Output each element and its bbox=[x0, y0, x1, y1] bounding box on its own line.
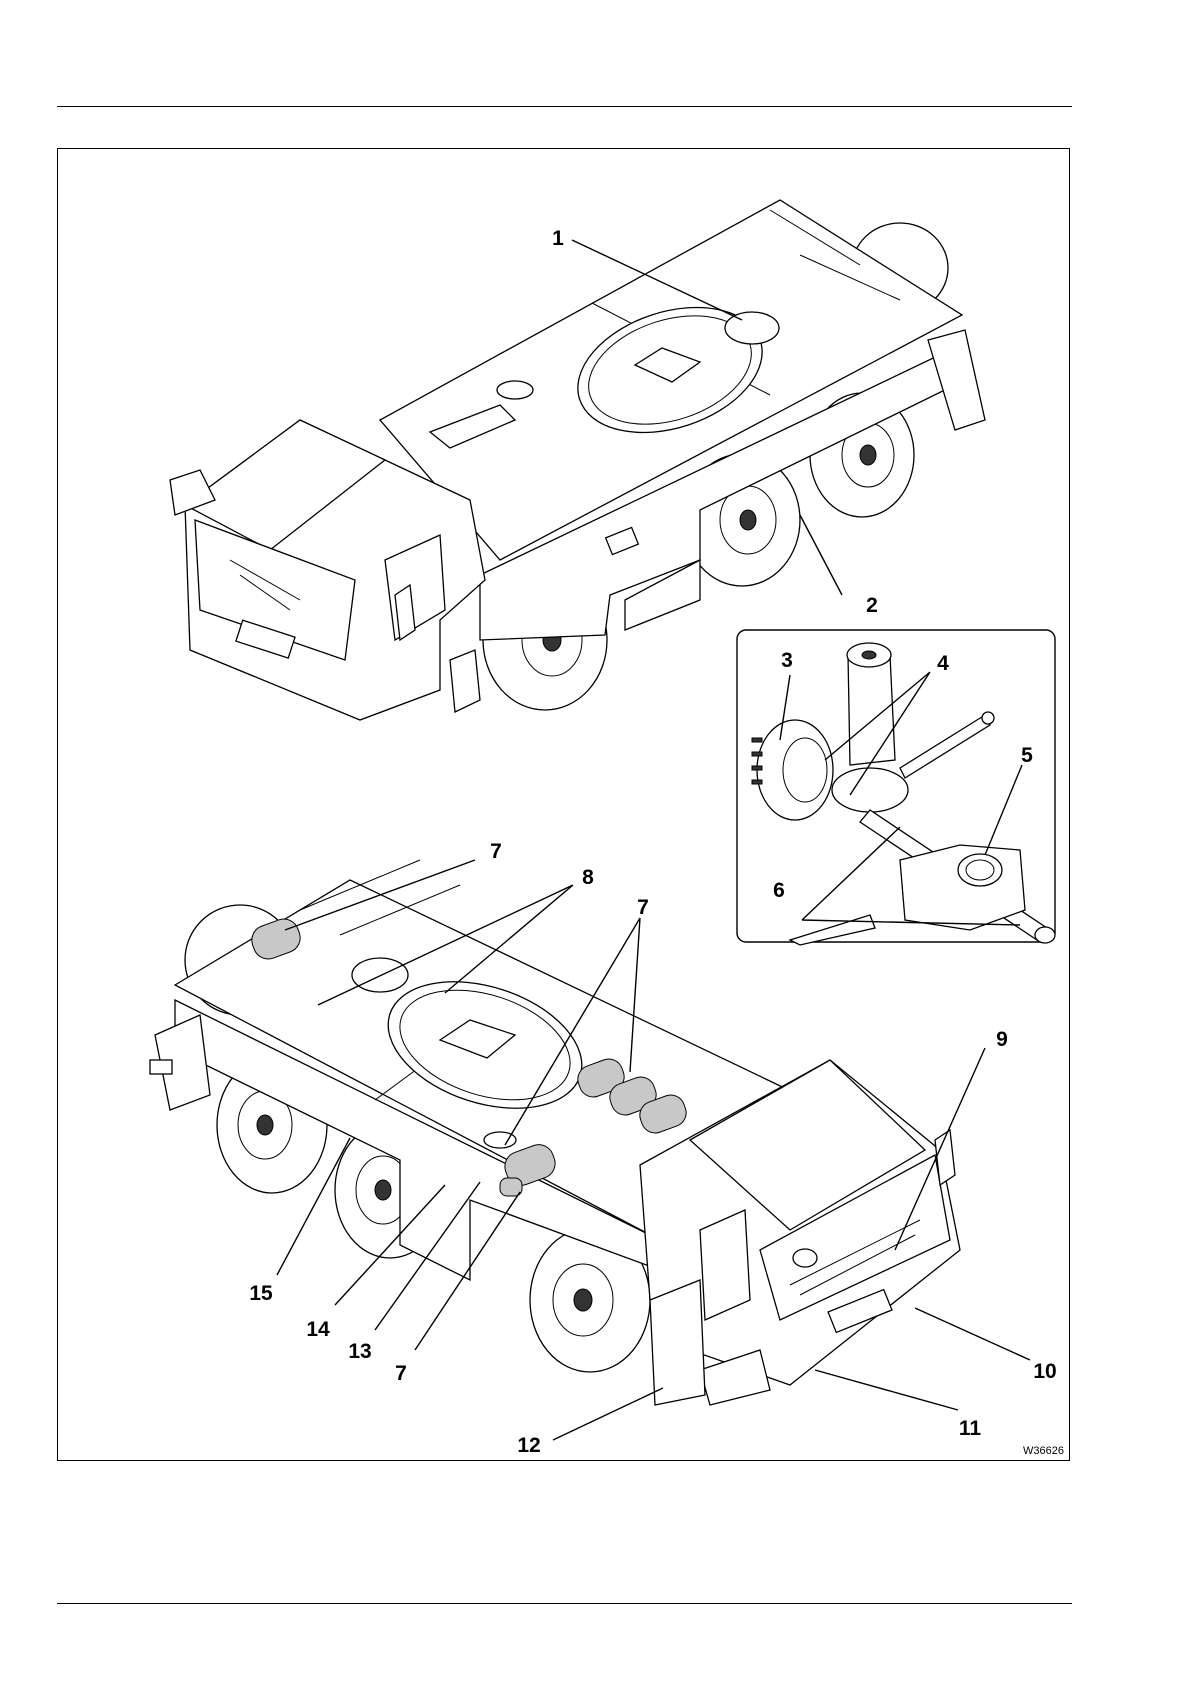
callout-7a: 7 bbox=[490, 840, 502, 863]
callout-10: 10 bbox=[1033, 1360, 1056, 1383]
tank-cap-1 bbox=[725, 312, 779, 344]
callout-8: 8 bbox=[582, 866, 594, 889]
figure-code: W36626 bbox=[1023, 1445, 1064, 1457]
callout-1: 1 bbox=[552, 227, 564, 250]
callout-4: 4 bbox=[937, 652, 949, 675]
callout-11: 11 bbox=[959, 1417, 982, 1440]
callout-2: 2 bbox=[866, 594, 878, 617]
callout-7c: 7 bbox=[395, 1362, 407, 1385]
callout-15: 15 bbox=[249, 1282, 273, 1305]
callout-3: 3 bbox=[781, 649, 793, 672]
callout-14: 14 bbox=[306, 1318, 330, 1341]
callout-13: 13 bbox=[348, 1340, 371, 1363]
callout-7b: 7 bbox=[637, 896, 649, 919]
callout-6: 6 bbox=[773, 879, 785, 902]
callout-9: 9 bbox=[996, 1028, 1008, 1051]
callout-12: 12 bbox=[517, 1434, 540, 1457]
callout-5: 5 bbox=[1021, 744, 1033, 767]
